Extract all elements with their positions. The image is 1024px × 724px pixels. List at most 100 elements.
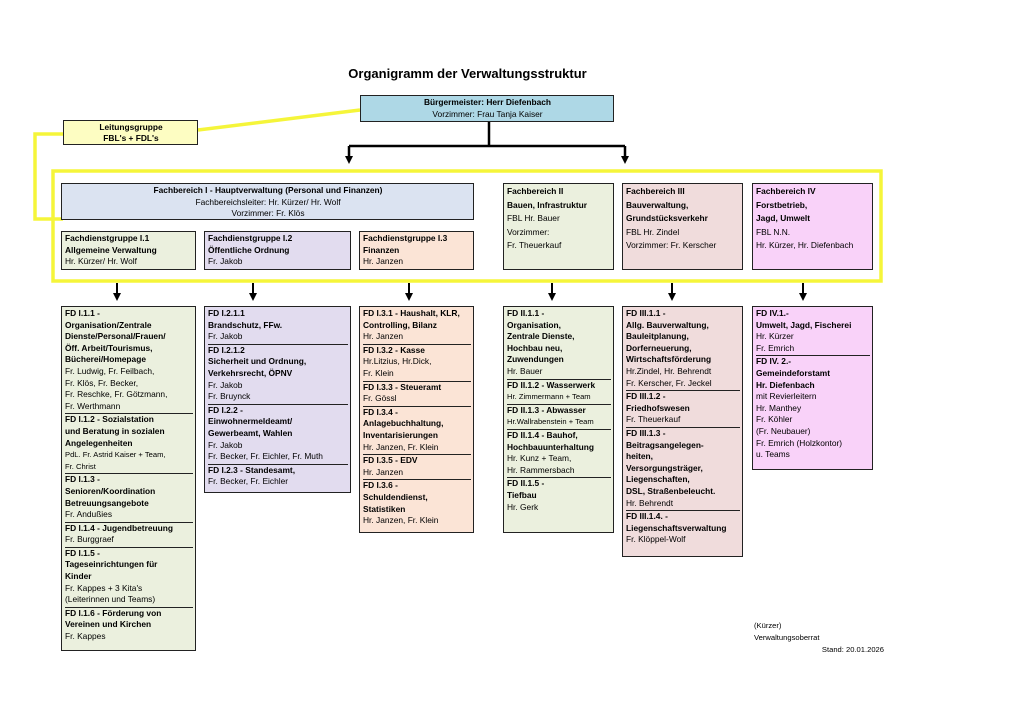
fachdienstgruppe-title: Fachdienstgruppe I.3 Finanzen: [363, 233, 448, 255]
fd-title: FD I.3.3 - Steueramt: [363, 381, 442, 392]
fd-title: FD IV. 2.- Gemeindeforstamt Hr. Diefenba…: [756, 356, 830, 390]
fachdienstgruppe-title: Fachdienstgruppe I.1 Allgemeine Verwaltu…: [65, 233, 157, 255]
fachbereich-frame: [51, 169, 883, 283]
fd-title: FD I.1.1 - Organisation/Zentrale Dienste…: [65, 308, 166, 365]
fd-title: FD I.2.1.1 Brandschutz, FFw.: [208, 308, 283, 330]
fachbereich-3-box: Fachbereich III Bauverwaltung, Grundstüc…: [622, 183, 743, 270]
fd-staff: Hr.Wallrabenstein + Team: [507, 417, 594, 427]
fachbereich-1-box: Fachbereich I - Hauptverwaltung (Persona…: [61, 183, 474, 220]
leitungsgruppe-to-bgm-link: [197, 108, 361, 132]
fd-staff: Fr. Theuerkauf: [626, 414, 681, 425]
fachbereich-2-box: Fachbereich II Bauen, Infrastruktur FBL …: [503, 183, 614, 270]
fd-staff: Hr. Behrendt: [626, 497, 674, 508]
fd-staff: Hr. Kunz + Team, Hr. Rammersbach: [507, 453, 575, 475]
fd-title: FD I.3.5 - EDV: [363, 455, 418, 466]
signature-name: (Kürzer): [754, 621, 782, 630]
fd-title: FD I.3.2 - Kasse: [363, 344, 425, 355]
fd-staff: Hr.Zindel, Hr. Behrendt Fr. Kerscher, Fr…: [626, 365, 712, 388]
fachdienstgruppe-staff: Hr. Janzen: [363, 256, 404, 267]
fd-title: FD I.2.1.2 Sicherheit und Ordnung, Verke…: [208, 344, 307, 378]
fd-2-1-5-cell: FD II.1.5 - Tiefbau Hr. Gerk: [507, 478, 611, 514]
leitungsgruppe-subtitle: FBL's + FDL's: [103, 133, 159, 143]
fd-1-2-1-2-cell: FD I.2.1.2 Sicherheit und Ordnung, Verke…: [208, 345, 348, 405]
fachbereich-2-staff: FBL Hr. Bauer Vorzimmer: Fr. Theuerkauf: [507, 213, 562, 250]
fd-column-5: FD III.1.1 - Allg. Bauverwaltung, Baulei…: [622, 306, 743, 557]
fd-staff: Hr. Janzen, Fr. Klein: [363, 441, 439, 452]
fachbereich-1-vorzimmer: Vorzimmer: Fr. Klös: [231, 208, 305, 219]
fd-1-2-3-cell: FD I.2.3 - Standesamt, Fr. Becker, Fr. E…: [208, 465, 348, 489]
buergermeister-box: Bürgermeister: Herr Diefenbach Vorzimmer…: [360, 95, 614, 122]
fd-title: FD II.1.3 - Abwasser: [507, 404, 586, 415]
fd-title: FD I.1.2 - Sozialstation und Beratung in…: [65, 414, 165, 448]
fd-3-1-1-cell: FD III.1.1 - Allg. Bauverwaltung, Baulei…: [626, 308, 740, 392]
fd-1-1-6-cell: FD I.1.6 - Förderung von Vereinen und Ki…: [65, 608, 193, 644]
fd-1-3-5-cell: FD I.3.5 - EDV Hr. Janzen: [363, 455, 471, 481]
fachdienstgruppe-1-2-box: Fachdienstgruppe I.2 Öffentliche Ordnung…: [204, 231, 351, 270]
fd-1-1-1-cell: FD I.1.1 - Organisation/Zentrale Dienste…: [65, 308, 193, 415]
fd-title: FD I.3.6 - Schuldendienst, Statistiken: [363, 480, 428, 514]
fd-staff: Fr. Andußies: [65, 509, 113, 520]
fachbereich-4-staff: FBL N.N. Hr. Kürzer, Hr. Diefenbach: [756, 226, 854, 251]
fd-1-3-2-cell: FD I.3.2 - Kasse Hr.Litzius, Hr.Dick, Fr…: [363, 345, 471, 382]
fd-title: FD III.1.2 - Friedhofswesen: [626, 391, 690, 413]
fd-staff: Fr. Ludwig, Fr. Feilbach, Fr. Klös, Fr. …: [65, 365, 168, 411]
fd-title: FD II.1.2 - Wasserwerk: [507, 379, 596, 390]
fd-staff: Fr. Becker, Fr. Eichler: [208, 476, 289, 487]
fd-staff: Fr. Kappes + 3 Kita's (Leiterinnen und T…: [65, 582, 156, 605]
fachbereich-3-staff: FBL Hr. Zindel Vorzimmer: Fr. Kerscher: [626, 226, 717, 251]
fd-1-1-3-cell: FD I.1.3 - Senioren/Koordination Betreuu…: [65, 474, 193, 523]
leitungsgruppe-link: [33, 132, 63, 221]
fachdienstgruppe-staff: Hr. Kürzer/ Hr. Wolf: [65, 256, 137, 267]
buergermeister-title: Bürgermeister: Herr Diefenbach: [423, 97, 552, 107]
fd-1-3-6-cell: FD I.3.6 - Schuldendienst, Statistiken H…: [363, 480, 471, 527]
date-stamp: Stand: 20.01.2026: [821, 645, 884, 654]
fd-staff: Fr. Gössl: [363, 393, 397, 404]
fd-1-3-1-cell: FD I.3.1 - Haushalt, KLR, Controlling, B…: [363, 308, 471, 345]
fd-1-1-2-cell: FD I.1.2 - Sozialstation und Beratung in…: [65, 414, 193, 475]
fd-title: FD I.3.4 - Anlagebuchhaltung, Inventaris…: [363, 406, 444, 440]
fd-2-1-4-cell: FD II.1.4 - Bauhof, Hochbauunterhaltung …: [507, 429, 611, 479]
fd-staff: Fr. Jakob: [208, 331, 243, 342]
fd-3-1-4-cell: FD III.1.4. - Liegenschaftsverwaltung Fr…: [626, 511, 740, 547]
fd-1-1-4-cell: FD I.1.4 - Jugendbetreuung Fr. Burggraef: [65, 523, 193, 548]
signature-title: Verwaltungsoberrat: [754, 633, 820, 642]
fd-staff: Hr. Zimmermann + Team: [507, 392, 591, 402]
fd-1-2-2-cell: FD I.2.2 - Einwohnermeldeamt/ Gewerbeamt…: [208, 405, 348, 465]
leitungsgruppe-title: Leitungsgruppe: [99, 122, 163, 132]
fd-title: FD II.1.4 - Bauhof, Hochbauunterhaltung: [507, 429, 595, 452]
fd-column-3: FD I.3.1 - Haushalt, KLR, Controlling, B…: [359, 306, 474, 533]
fd-staff: Fr. Klöppel-Wolf: [626, 534, 686, 545]
fd-title: FD II.1.1 - Organisation, Zentrale Diens…: [507, 308, 575, 365]
fd-staff: mit Revierleitern Hr. Manthey Fr. Köhler…: [756, 391, 843, 460]
fd-staff: PdL. Fr. Astrid Kaiser + Team, Fr. Chris…: [65, 450, 166, 471]
fachbereich-3-title: Fachbereich III Bauverwaltung, Grundstüc…: [626, 186, 708, 223]
fd-title: FD I.1.6 - Förderung von Vereinen und Ki…: [65, 607, 162, 630]
fd-1-1-5-cell: FD I.1.5 - Tageseinrichtungen für Kinder…: [65, 548, 193, 608]
buergermeister-vorzimmer: Vorzimmer: Frau Tanja Kaiser: [432, 108, 543, 119]
fachdienstgruppe-staff: Fr. Jakob: [208, 256, 243, 267]
fd-title: FD III.1.1 - Allg. Bauverwaltung, Baulei…: [626, 308, 712, 365]
fd-3-1-3-cell: FD III.1.3 - Beitragsangelegen- heiten, …: [626, 428, 740, 512]
fd-column-2: FD I.2.1.1 Brandschutz, FFw. Fr. Jakob F…: [204, 306, 351, 493]
fachbereich-1-title: Fachbereich I - Hauptverwaltung (Persona…: [153, 185, 383, 195]
signature-block: (Kürzer) Verwaltungsoberrat Stand: 20.01…: [754, 620, 884, 656]
fd-title: FD I.2.3 - Standesamt,: [208, 464, 296, 475]
fd-staff: Hr. Bauer: [507, 365, 543, 376]
fd-3-1-2-cell: FD III.1.2 - Friedhofswesen Fr. Theuerka…: [626, 391, 740, 428]
fd-title: FD I.2.2 - Einwohnermeldeamt/ Gewerbeamt…: [208, 404, 293, 438]
fd-title: FD I.1.3 - Senioren/Koordination Betreuu…: [65, 474, 156, 508]
fd-title: FD I.1.4 - Jugendbetreuung: [65, 522, 173, 533]
fd-2-1-1-cell: FD II.1.1 - Organisation, Zentrale Diens…: [507, 308, 611, 380]
fachbereich-2-title: Fachbereich II Bauen, Infrastruktur: [507, 186, 588, 210]
fd-staff: Fr. Jakob Fr. Bruynck: [208, 379, 251, 402]
fd-column-6: FD IV.1.- Umwelt, Jagd, Fischerei Hr. Kü…: [752, 306, 873, 470]
fd-staff: Fr. Burggraef: [65, 534, 114, 545]
fd-title: FD II.1.5 - Tiefbau: [507, 478, 545, 500]
fd-staff: Hr. Janzen: [363, 466, 404, 477]
fachdienstgruppe-title: Fachdienstgruppe I.2 Öffentliche Ordnung: [208, 233, 293, 255]
fd-column-4: FD II.1.1 - Organisation, Zentrale Diens…: [503, 306, 614, 533]
fd-1-2-1-1-cell: FD I.2.1.1 Brandschutz, FFw. Fr. Jakob: [208, 308, 348, 345]
fd-staff: Hr. Janzen: [363, 331, 404, 342]
page-title: Organigramm der Verwaltungsstruktur: [348, 66, 587, 81]
